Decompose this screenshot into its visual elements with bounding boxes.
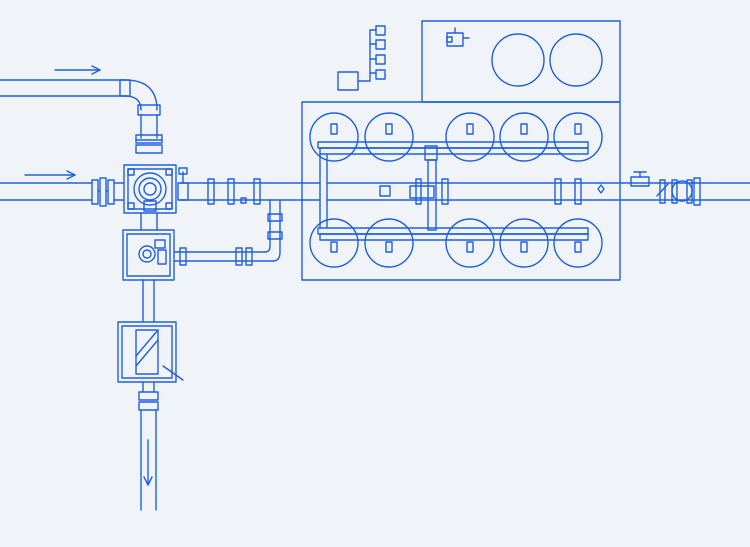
control-panel [421, 20, 621, 103]
filter-vessels-bottom [309, 218, 603, 268]
top-header [317, 123, 589, 155]
flange-set [207, 178, 261, 205]
lower-valve-box [122, 229, 175, 281]
check-valve-box [117, 321, 184, 383]
pressure-gauge [177, 167, 189, 201]
flow-arrow [24, 170, 76, 180]
upper-inlet-pipe [0, 79, 163, 154]
bypass-pipe [173, 199, 283, 266]
junction-boxes [337, 25, 386, 91]
skid-internal-piping [301, 145, 605, 231]
flow-arrow [54, 65, 101, 75]
filter-vessels-top [309, 112, 603, 162]
central-valve-box [123, 164, 177, 214]
outlet-valve [630, 171, 701, 206]
flange-set [91, 177, 125, 207]
flow-arrow [143, 439, 153, 486]
bottom-header [317, 227, 589, 253]
vertical-pipe [138, 212, 159, 511]
